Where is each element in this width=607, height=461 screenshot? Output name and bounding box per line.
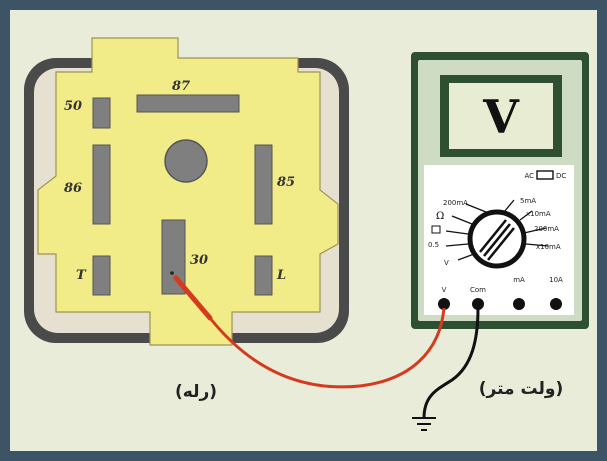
pin-50-label: 50 — [64, 99, 82, 114]
resistance-symbol-icon: Ω — [436, 211, 444, 222]
jack-10a-label: 10A — [549, 276, 563, 284]
jack-ma-label: mA — [513, 276, 525, 284]
jack-ma[interactable] — [513, 298, 525, 310]
pin-t-label: T — [76, 268, 87, 283]
pin-l — [254, 255, 273, 296]
selector-ticks — [445, 199, 549, 261]
rotary-selector-grip — [479, 219, 515, 261]
pin-87-label: 87 — [172, 79, 190, 94]
range-label-right-3: 200mA — [534, 225, 559, 233]
red-test-lead — [208, 307, 446, 389]
jack-com-label: Com — [470, 286, 486, 294]
range-label-right-2: x10mA — [526, 210, 551, 218]
range-label-right-1: 5mA — [520, 197, 536, 205]
voltmeter-caption: (ولت متر) — [479, 379, 563, 399]
jack-v[interactable] — [438, 298, 450, 310]
voltmeter-display — [449, 83, 553, 149]
relay-center-boss — [164, 139, 208, 183]
pin-85-label: 85 — [277, 175, 295, 190]
jack-com[interactable] — [472, 298, 484, 310]
pin-l-label: L — [276, 268, 286, 283]
range-label-right-4: x10mA — [536, 243, 561, 251]
black-test-lead — [422, 307, 480, 419]
red-probe-tip — [173, 275, 213, 321]
jack-10a[interactable] — [550, 298, 562, 310]
ac-label: AC — [524, 172, 534, 180]
pin-30-contact-dot — [170, 271, 174, 275]
ac-dc-switch[interactable] — [536, 170, 554, 180]
pin-86 — [92, 144, 111, 225]
pin-30 — [161, 219, 186, 295]
pin-85 — [254, 144, 273, 225]
ground-icon — [412, 417, 436, 431]
dc-label: DC — [556, 172, 566, 180]
range-label-left-2: 0.5 — [428, 241, 439, 249]
pin-87 — [136, 94, 240, 113]
continuity-symbol-icon — [431, 225, 441, 234]
pin-30-label: 30 — [190, 253, 208, 268]
display-reading: V — [482, 90, 520, 144]
relay-caption: (رله) — [175, 382, 217, 402]
jack-v-label: V — [442, 286, 447, 294]
range-label-left-3: V — [444, 259, 449, 267]
range-label-left-1: 200mA — [443, 199, 468, 207]
pin-t — [92, 255, 111, 296]
pin-50 — [92, 97, 111, 129]
pin-86-label: 86 — [64, 181, 82, 196]
